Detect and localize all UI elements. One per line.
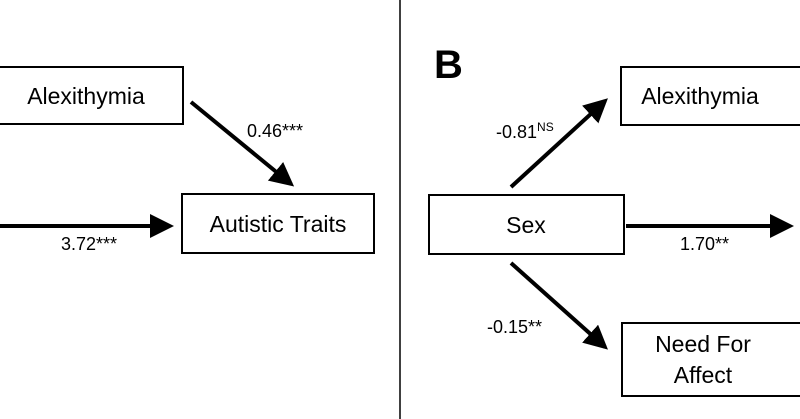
path-coef-sex-alexithymia-value: -0.81 [496, 122, 537, 142]
path-coef-left-autistic: 3.72*** [61, 234, 117, 254]
arrow-alexithymia-to-autistic [189, 100, 295, 187]
sex-box [428, 194, 625, 255]
autistic-traits-label: Autistic Traits [210, 211, 347, 237]
alexithymia-label-b: Alexithymia [641, 83, 759, 109]
path-coef-sex-need-for-affect: -0.15** [487, 317, 542, 337]
path-coef-sex-right: 1.70** [680, 234, 729, 254]
alexithymia-label-a: Alexithymia [27, 83, 145, 109]
path-coef-sex-alexithymia-sup: NS [537, 120, 554, 134]
need-for-affect-label-line2: Affect [674, 362, 733, 388]
need-for-affect-label-line1: Need For [655, 331, 751, 357]
need-for-affect-box [621, 322, 800, 397]
path-coef-alexithymia-autistic: 0.46*** [247, 121, 303, 141]
path-coef-sex-alexithymia: -0.81NS [496, 120, 554, 142]
alexithymia-box-a [0, 66, 184, 125]
panel-b-letter: B [434, 43, 463, 87]
autistic-traits-box [181, 193, 375, 254]
panel-a: Alexithymia Autistic Traits 0.46*** 3.72… [0, 66, 375, 254]
sex-label: Sex [506, 212, 546, 238]
arrow-sex-to-alexithymia [509, 98, 608, 189]
arrow-sex-to-need-for-affect [509, 261, 608, 350]
alexithymia-box-b [620, 66, 800, 126]
panel-b: B Sex Alexithymia Need For Affect -0.81N… [428, 43, 800, 397]
